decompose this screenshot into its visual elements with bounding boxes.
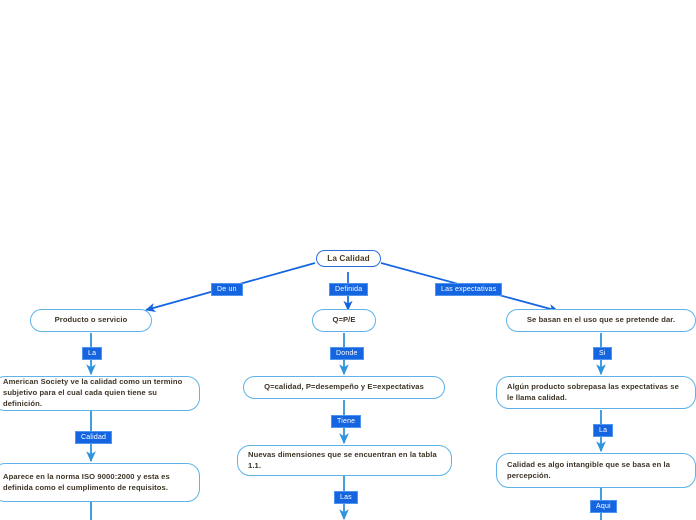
edge-label-text: La xyxy=(88,350,97,357)
node-nuevas-dimensiones[interactable]: Nuevas dimensiones que se encuentran en … xyxy=(237,445,452,476)
edge-label-text: Tiene xyxy=(337,418,356,425)
edge-label-donde[interactable]: Donde xyxy=(330,347,364,360)
node-se-basan-en-el-uso[interactable]: Se basan en el uso que se pretende dar. xyxy=(506,309,696,332)
edge-label-si[interactable]: Si xyxy=(593,347,612,360)
node-calidad-intangible[interactable]: Calidad es algo intangible que se basa e… xyxy=(496,453,696,488)
node-label: Se basan en el uso que se pretende dar. xyxy=(526,315,676,325)
node-iso-9000[interactable]: Aparece en la norma ISO 9000:2000 y esta… xyxy=(0,463,200,502)
edge-label-aqui[interactable]: Aqui xyxy=(590,500,617,513)
edge-label-text: Aqui xyxy=(596,503,611,510)
edge-label-text: Calidad xyxy=(81,434,107,441)
node-producto-o-servicio[interactable]: Producto o servicio xyxy=(30,309,152,332)
node-label: Aparece en la norma ISO 9000:2000 y esta… xyxy=(3,471,170,492)
node-algun-producto-sobrepasa[interactable]: Algún producto sobrepasa las expectativa… xyxy=(496,376,696,409)
edge-label-las[interactable]: Las xyxy=(334,491,358,504)
node-label: Q=P/E xyxy=(332,315,356,325)
edge-label-las-expectativas[interactable]: Las expectativas xyxy=(435,283,503,296)
edge-label-text: Las xyxy=(340,494,352,501)
edge-label-de-un[interactable]: De un xyxy=(211,283,243,296)
root-node-label: La Calidad xyxy=(327,253,370,263)
node-label: Producto o servicio xyxy=(54,315,128,325)
edge-label-text: Las expectativas xyxy=(441,286,497,293)
root-node[interactable]: La Calidad xyxy=(316,250,381,267)
node-label: Calidad es algo intangible que se basa e… xyxy=(507,459,671,480)
node-label: American Society ve la calidad como un t… xyxy=(3,377,183,408)
edge-label-text: La xyxy=(599,427,608,434)
node-american-society[interactable]: American Society ve la calidad como un t… xyxy=(0,376,200,411)
edge-label-calidad[interactable]: Calidad xyxy=(75,431,113,444)
edge-label-text: Donde xyxy=(336,350,358,357)
node-label: Algún producto sobrepasa las expectativa… xyxy=(507,381,679,402)
node-q-p-e[interactable]: Q=P/E xyxy=(312,309,376,332)
edge-label-text: Si xyxy=(599,350,606,357)
edge-label-text: De un xyxy=(217,286,237,293)
edge-label-tiene[interactable]: Tiene xyxy=(331,415,362,428)
edge-label-la-left[interactable]: La xyxy=(82,347,103,360)
edge-label-la-right[interactable]: La xyxy=(593,424,614,437)
node-q-calidad-p-desempeno[interactable]: Q=calidad, P=desempeño y E=expectativas xyxy=(243,376,445,399)
edge-label-definida[interactable]: Definida xyxy=(329,283,369,296)
edge-label-text: Definida xyxy=(335,286,363,293)
node-label: Q=calidad, P=desempeño y E=expectativas xyxy=(264,382,424,392)
node-label: Nuevas dimensiones que se encuentran en … xyxy=(248,449,437,470)
